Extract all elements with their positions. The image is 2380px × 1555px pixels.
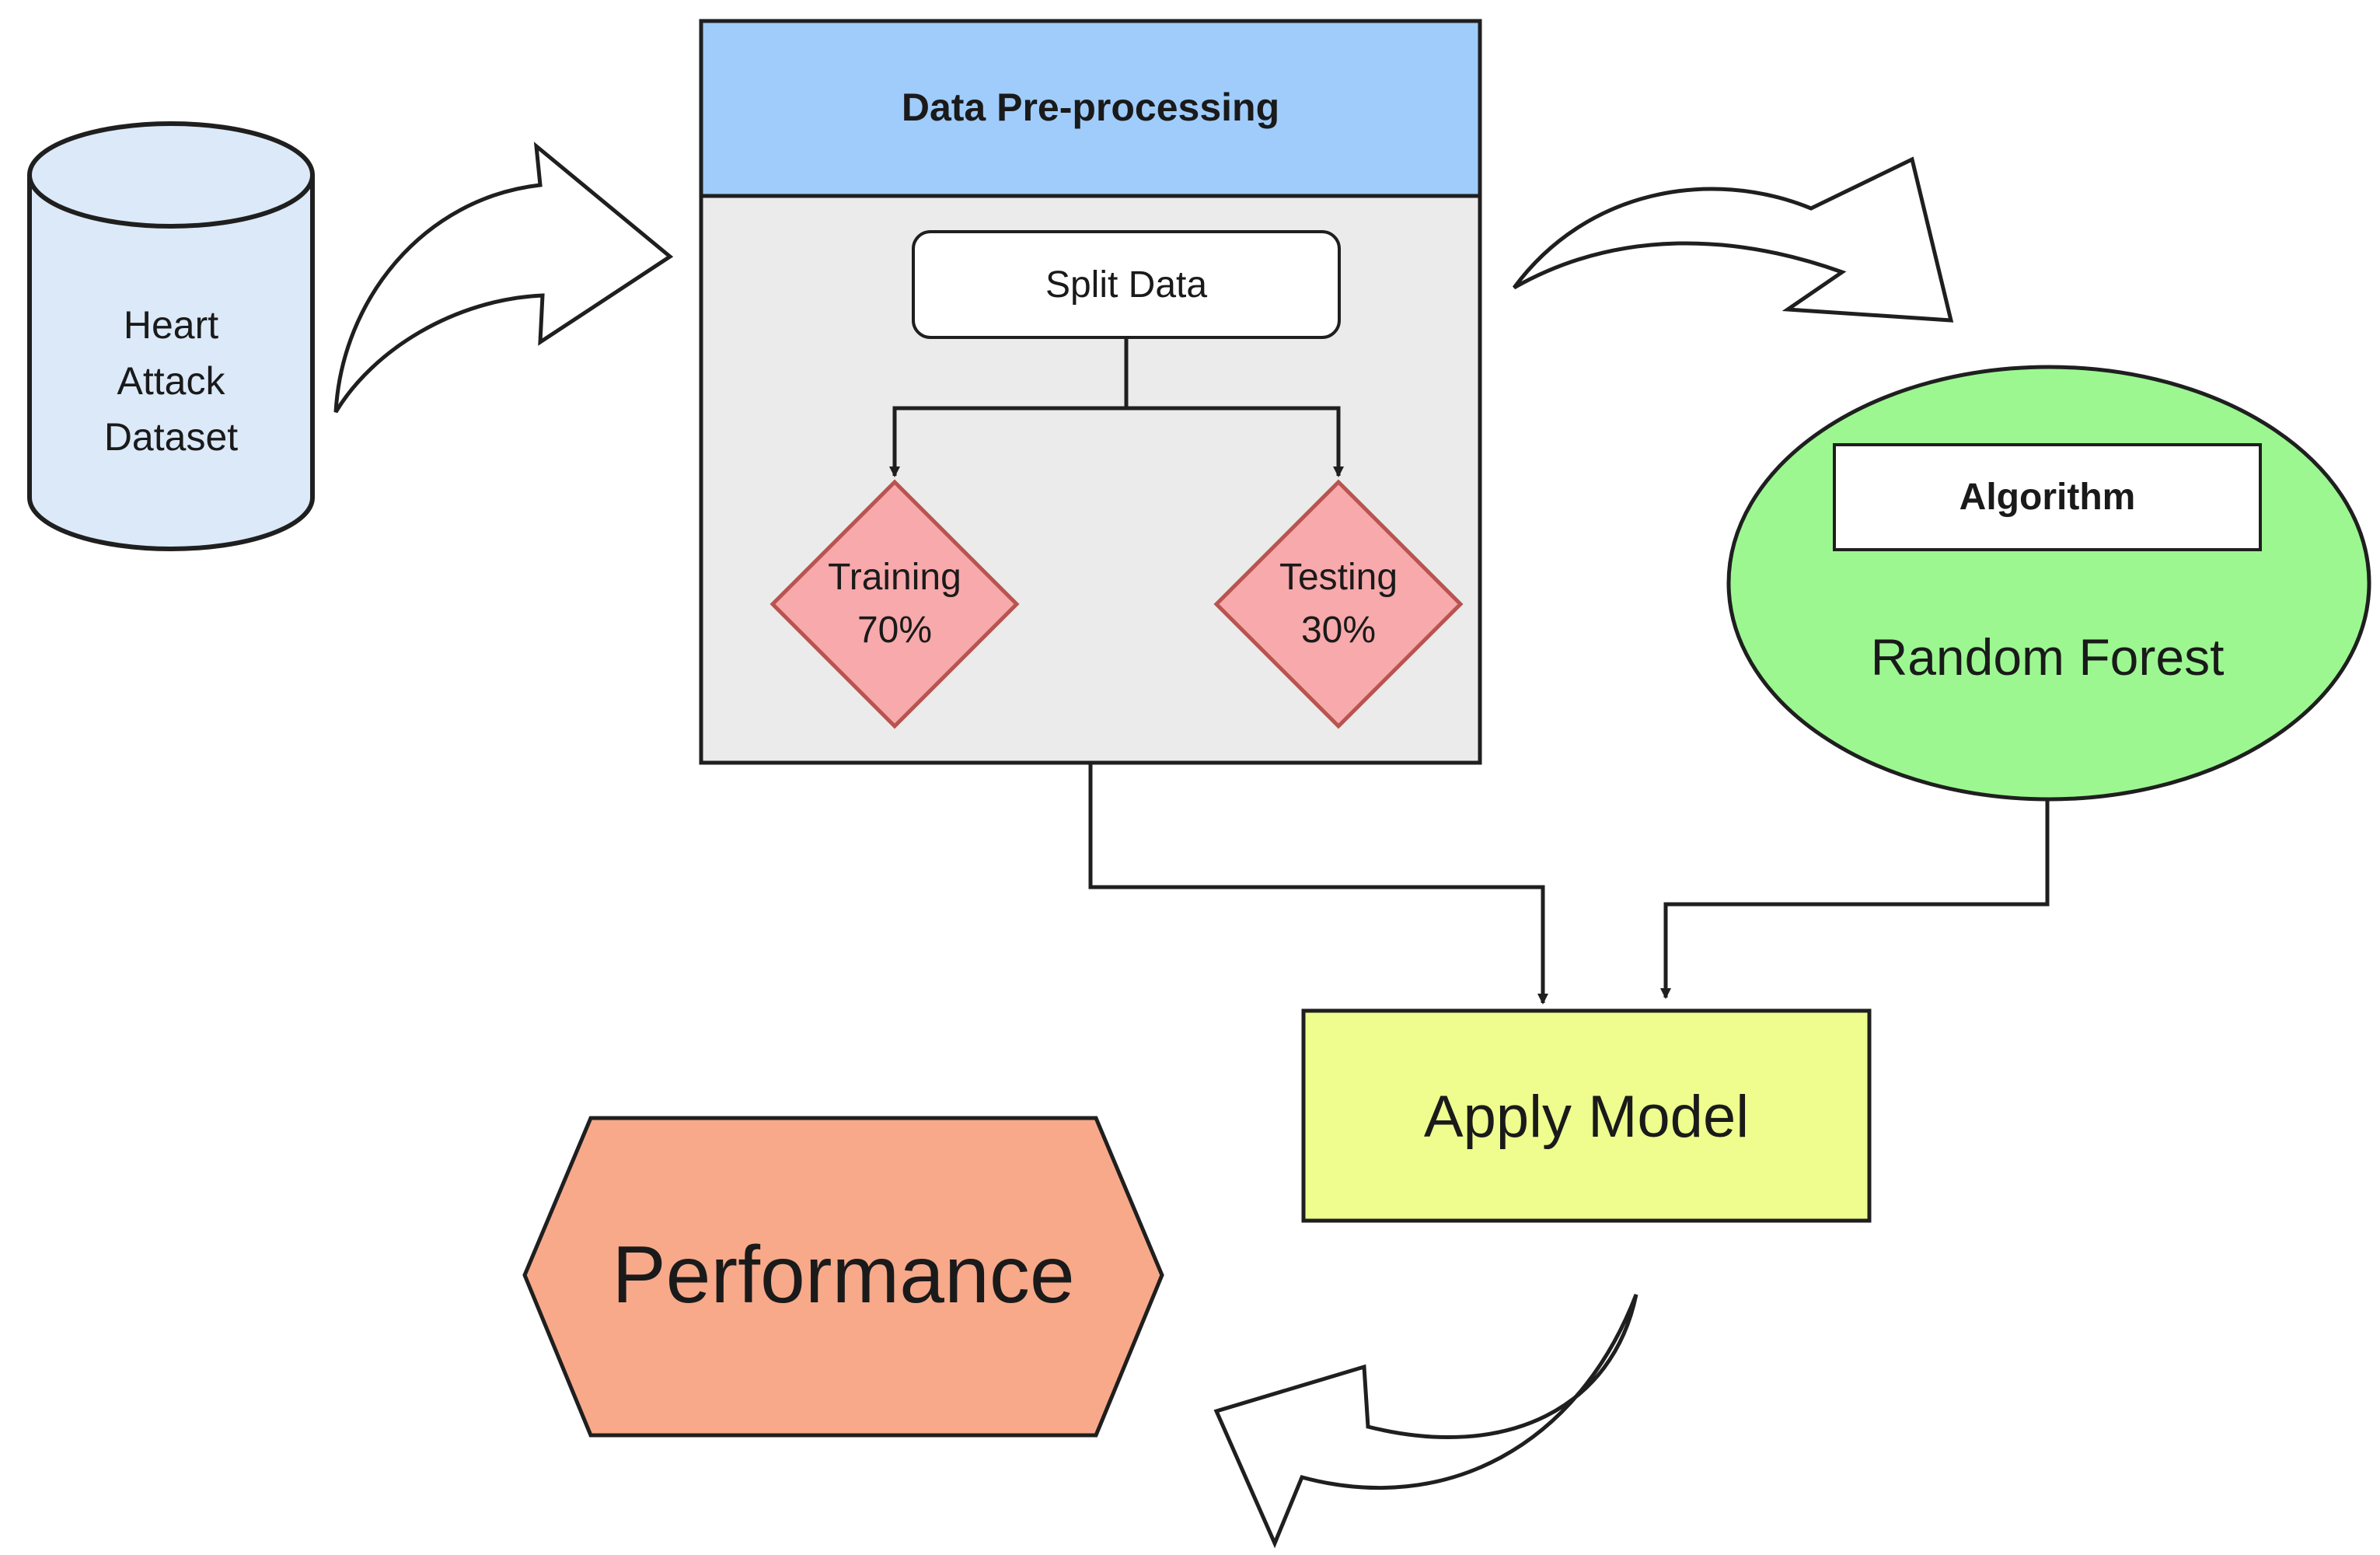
preprocessing-panel: Data Pre-processing Split Data Training … [699,19,1482,765]
dataset-label-line-3: Dataset [104,415,238,459]
algorithm-node: Algorithm Random Forest [1726,365,2371,802]
apply-model-label: Apply Model [1424,1084,1749,1150]
algorithm-header: Algorithm [1959,477,2136,518]
training-percent: 70% [857,610,932,651]
curved-arrow-apply-model-to-performance [1213,1294,1638,1549]
split-data-label: Split Data [1045,264,1207,306]
performance-label: Performance [612,1230,1074,1320]
arrow-algorithm-to-apply-model [1660,799,2050,999]
performance-hexagon: Performance [522,1116,1164,1438]
curved-arrow-dataset-to-preprocessing [333,142,674,414]
arrow-preprocessing-to-apply-model [1088,763,1548,1005]
dataset-cylinder: Heart Attack Dataset [27,121,315,551]
algorithm-name: Random Forest [1871,628,2225,686]
arrow-to-training [889,337,1129,477]
arrow-to-testing [1126,406,1344,477]
apply-model-box: Apply Model [1301,1008,1872,1223]
testing-percent: 30% [1301,610,1376,651]
dataset-label-line-2: Attack [117,359,226,403]
algorithm-header-box [1833,443,2262,551]
training-label: Training [828,557,961,598]
curved-arrow-preprocessing-to-algorithm [1512,156,1954,323]
training-diamond [769,479,1020,729]
preprocessing-title: Data Pre-processing [902,86,1279,129]
dataset-label-line-1: Heart [124,303,218,347]
testing-label: Testing [1279,557,1398,598]
testing-diamond [1213,479,1464,729]
